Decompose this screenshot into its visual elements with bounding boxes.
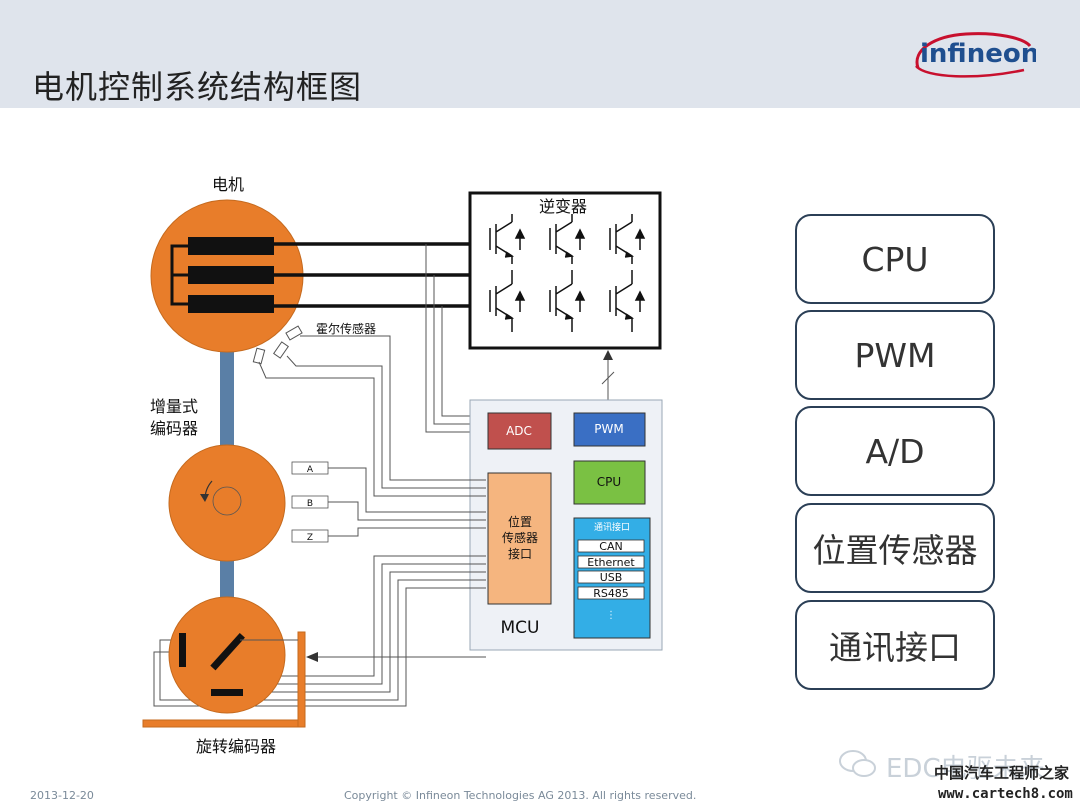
current-sense-1 [425,244,486,433]
resolver-rotor [210,632,245,671]
resolver-line-4 [159,579,486,701]
footer-copyright: Copyright © Infineon Technologies AG 201… [344,789,697,802]
encoder-disk [168,444,286,562]
encoder-rotation-arrowhead [200,494,209,502]
page-title: 电机控制系统结构框图 [32,68,363,106]
site-name-cn: 中国汽车工程师之家 [934,764,1070,782]
header-band [0,0,1080,108]
position-interface-block [487,472,552,605]
resolver-bracket [297,631,306,728]
resolver-excitation-arrow [306,652,318,662]
logo-swoosh [915,32,1032,69]
comm-usb-box [577,570,645,584]
inverter-box [468,191,662,350]
winding-star-connection [170,244,188,306]
comm-can-box [577,539,645,553]
comm-can: CAN [599,540,622,553]
igbt-3 [609,214,646,264]
comm-rs485-box [577,586,645,600]
signal-a-line [328,467,486,513]
pwm-label: PWM [594,422,623,436]
summary-box-ad: A/D [795,406,995,496]
encoder-hub [212,486,242,516]
comm-ethernet-box [577,555,645,569]
infineon-logo: infineon [915,32,1036,78]
shaft-lower [220,556,234,600]
summary-box-cpu: CPU [795,214,995,304]
comm-ellipsis: ⋮ [606,610,616,621]
motor-label: 电机 [212,175,244,194]
hall-sensor-label: 霍尔传感器 [316,321,376,336]
signal-z-line [328,527,486,537]
logo-text: infineon [920,39,1036,69]
comm-usb: USB [600,571,623,584]
adc-label: ADC [506,424,532,438]
igbt-switches [489,214,646,332]
resolver-line-2 [236,563,486,685]
resolver-stator-bottom [211,689,243,696]
hall-line-2 [286,355,486,489]
adc-block [487,412,552,450]
igbt-6 [609,270,646,332]
summary-box-pwm: PWM [795,310,995,400]
inverter-label: 逆变器 [539,197,587,216]
signal-a: A [307,465,314,475]
hall-sensor-2 [273,341,289,359]
logo-swoosh-lower [915,65,1025,78]
pwm-bus-slash [601,371,615,385]
resolver-label: 旋转编码器 [196,737,276,756]
motor-control-diagram: 电机 逆变器 ADC PWM CPU 位置 传感器 接口 通讯接口 CAN Et… [142,175,663,756]
comm-title: 通讯接口 [594,521,630,533]
encoder-label-line1: 增量式 [150,397,198,416]
position-interface-line2: 传感器 [502,530,538,545]
resolver-mount [142,719,304,728]
signal-b-line [328,501,486,521]
resolver-line-5 [153,587,486,707]
wechat-watermark-icon [839,750,876,777]
motor-winding-3 [188,295,274,313]
encoder-label-line2: 编码器 [150,419,198,438]
summary-box-comm-interface: 通讯接口 [795,600,995,690]
comm-ethernet: Ethernet [587,556,635,569]
igbt-1 [489,214,526,264]
hall-sensor-3 [252,347,266,365]
hall-line-3 [258,361,486,497]
shaft-upper [220,345,234,450]
hall-line-1 [300,335,486,481]
cpu-label: CPU [597,475,621,489]
hall-sensor-1 [285,325,303,341]
footer-date: 2013-12-20 [30,789,94,802]
position-interface-line3: 接口 [508,546,532,561]
signal-b: B [307,499,313,509]
igbt-4 [489,270,526,332]
motor-winding-2 [188,266,274,284]
site-url: www.cartech8.com [938,786,1073,802]
pwm-arrowhead [603,350,613,360]
pwm-block [573,412,646,447]
cpu-block [573,460,646,505]
current-sense-2 [433,275,486,425]
igbt-2 [549,214,586,264]
watermark-text: EDC电驱未来 [886,754,1045,784]
igbt-5 [549,270,586,332]
resolver-stator-left [179,633,186,667]
comm-rs485: RS485 [593,587,629,600]
resolver-line-1 [256,555,486,677]
position-interface-line1: 位置 [508,514,532,529]
signal-z: Z [307,533,313,543]
summary-box-position-sensor: 位置传感器 [795,503,995,593]
motor-winding-1 [188,237,274,255]
mcu-label: MCU [501,618,540,638]
